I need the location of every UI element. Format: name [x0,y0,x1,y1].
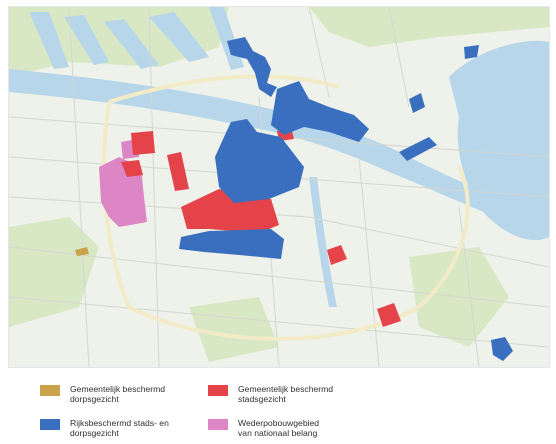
area-red-west-1[interactable] [131,131,155,155]
legend-swatch-blue [40,419,60,430]
area-red-east[interactable] [327,245,347,265]
map-canvas[interactable] [8,6,550,368]
map-legend: Gemeentelijk beschermd dorpsgezicht Geme… [40,380,520,442]
legend-label: Gemeentelijk beschermd [238,384,334,394]
legend-label: Rijksbeschermd stads- en [70,418,169,428]
legend-label: dorpsgezicht [70,428,119,438]
area-blue-ne-2[interactable] [399,137,437,161]
map-svg [9,7,549,367]
legend-label: Wederpobouwgebied [238,418,320,428]
legend-swatch-pink [208,419,228,430]
legend-item-wederopbouwgebied: Wederpobouwgebied van nationaal belang [208,418,319,438]
area-blue-se[interactable] [491,337,513,361]
legend-item-rijksbeschermd: Rijksbeschermd stads- en dorpsgezicht [40,418,169,438]
area-red-west-3[interactable] [167,152,189,191]
legend-label: dorpsgezicht [70,394,119,404]
area-red-southeast[interactable] [377,303,401,327]
area-gemeentelijk-dorpsgezicht[interactable] [75,247,89,256]
legend-swatch-gold [40,385,60,396]
legend-swatch-red [208,385,228,396]
area-blue-noord[interactable] [227,37,277,97]
legend-item-gemeentelijk-dorpsgezicht: Gemeentelijk beschermd dorpsgezicht [40,384,165,404]
area-blue-ne-3[interactable] [464,45,479,59]
ring-road-north [108,74,340,104]
legend-label: van nationaal belang [238,428,318,438]
areas-rijksbeschermd [179,37,513,361]
legend-item-gemeentelijk-stadsgezicht: Gemeentelijk beschermd stadsgezicht [208,384,333,404]
area-blue-ne-1[interactable] [409,93,425,113]
legend-label: stadsgezicht [238,394,286,404]
area-red-west-2[interactable] [121,160,143,177]
area-blue-center[interactable] [215,119,304,203]
area-blue-south[interactable] [179,229,284,259]
water-bodies [9,7,549,307]
area-blue-north[interactable] [271,81,369,142]
legend-label: Gemeentelijk beschermd [70,384,166,394]
